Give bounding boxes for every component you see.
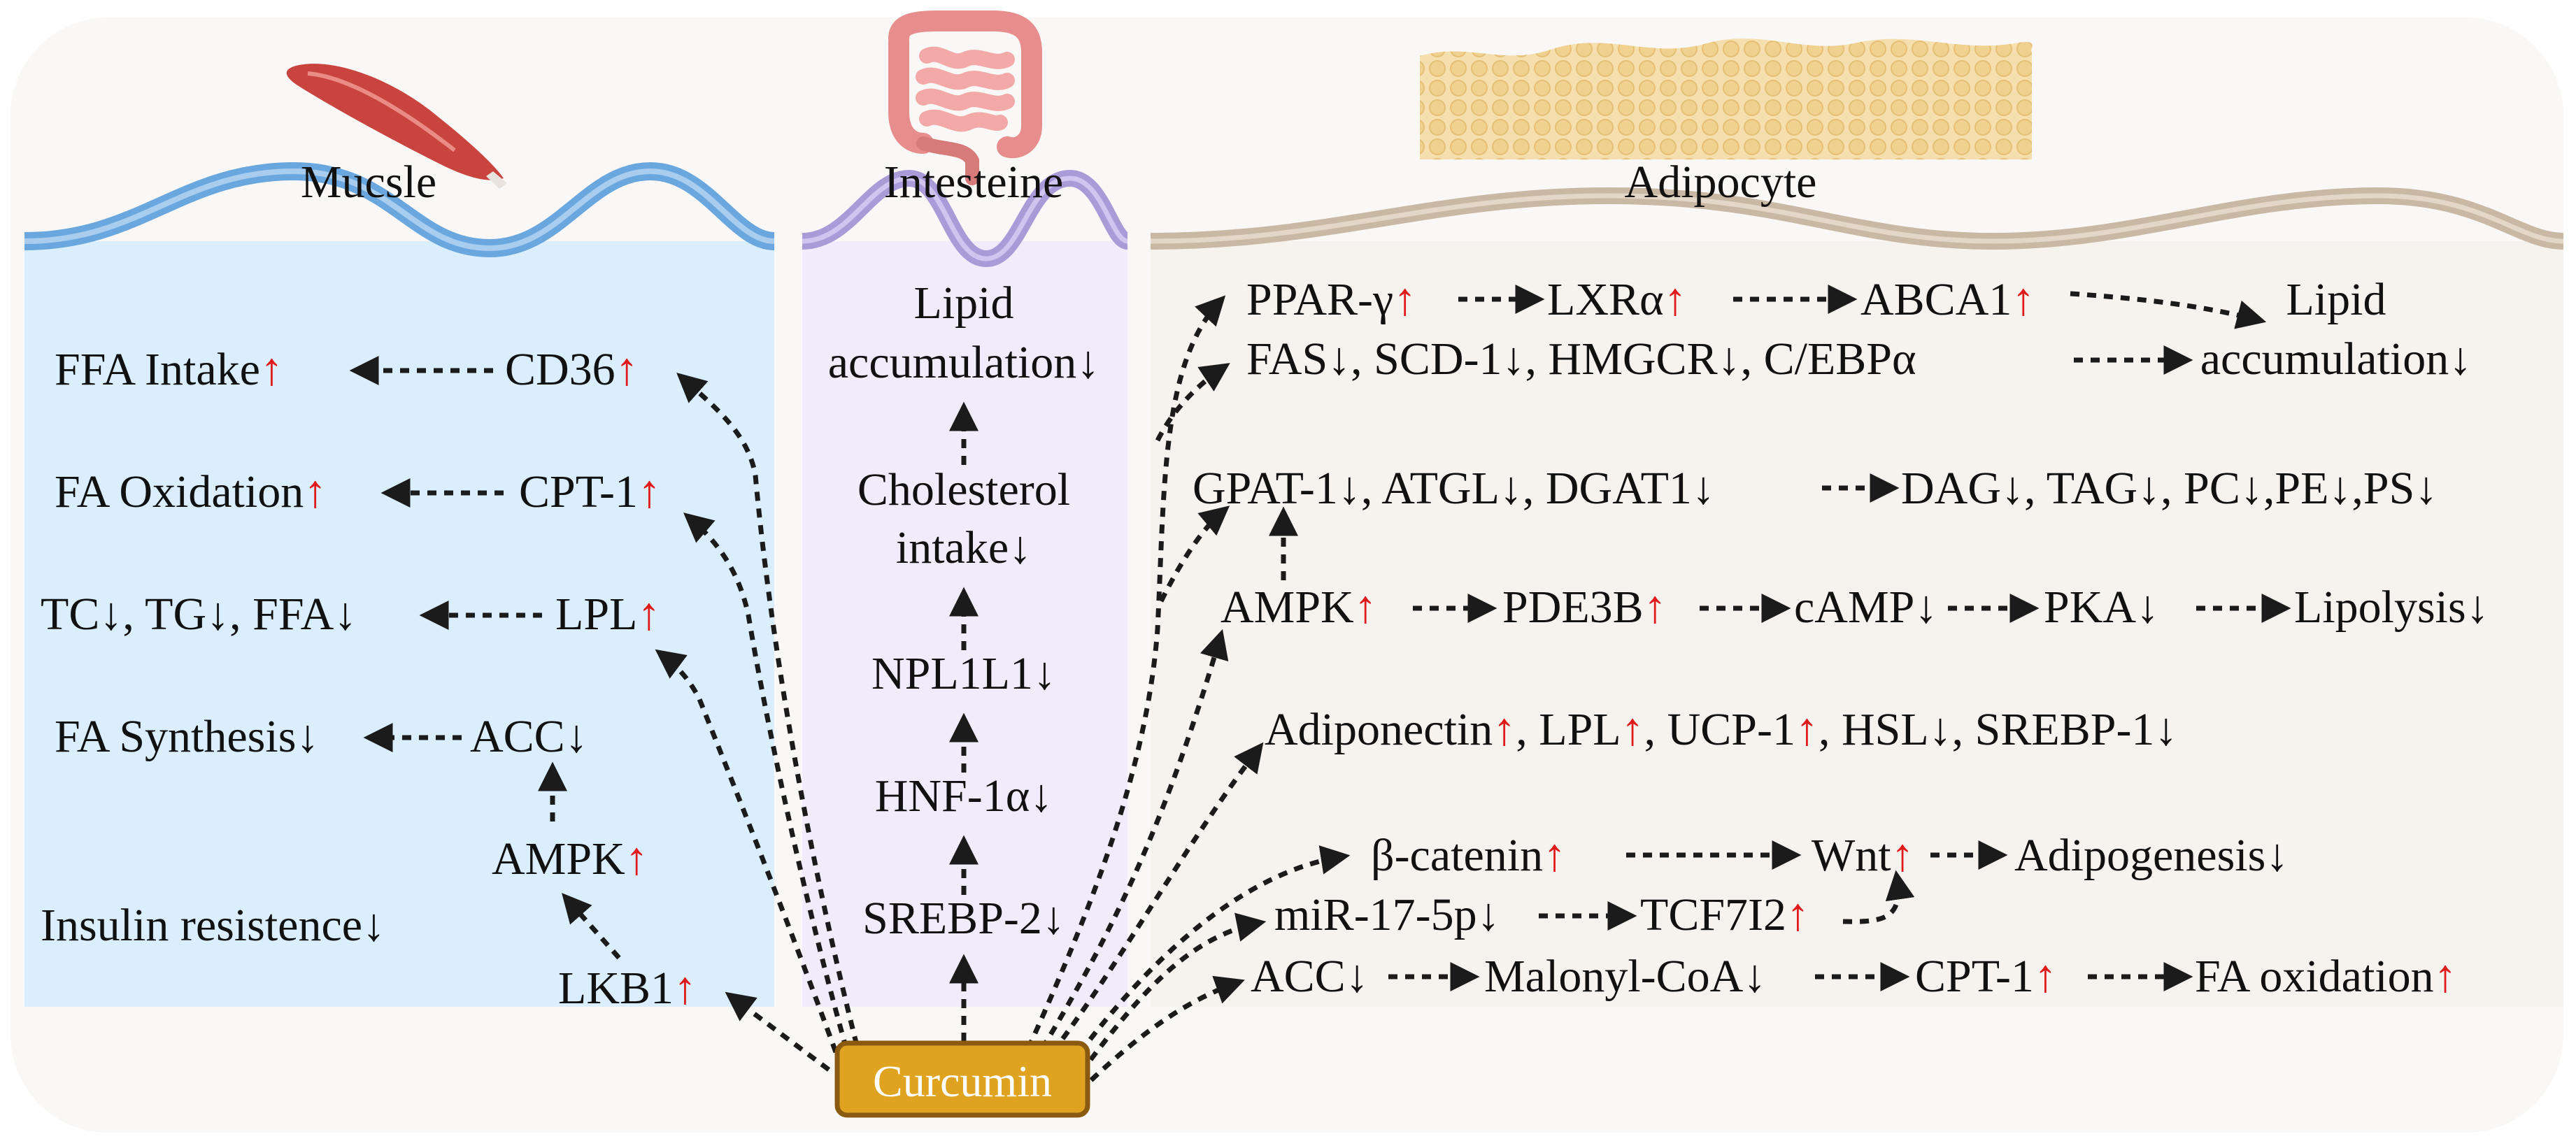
- arrow-branch-to-fas: [1155, 363, 1230, 442]
- muscle-header: Mucsle: [301, 157, 436, 208]
- adipo-gpat-row: GPAT-1↓, ATGL↓, DGAT1↓: [1193, 463, 1715, 514]
- intestine-npl1l1: NPL1L1↓: [871, 648, 1056, 699]
- adipo-dag-row: DAG↓, TAG↓, PC↓,PE↓,PS↓: [1901, 463, 2438, 514]
- intestine-cholesterol-line2: intake↓: [896, 522, 1032, 573]
- arrow-tcf7l2-to-wnt: [1842, 870, 1915, 924]
- muscle-insulin-resistance: Insulin resistence↓: [41, 900, 385, 951]
- adipo-fas-row: FAS↓, SCD-1↓, HMGCR↓, C/EBPα: [1246, 333, 1916, 385]
- arrow-lkb1-to-ampk: [562, 893, 621, 960]
- curcumin-box-shape: [834, 1040, 1090, 1118]
- arrow-abca1-to-lipid: [2070, 291, 2267, 329]
- intestine-panel-background: [802, 241, 1127, 1007]
- intestine-lipid-line2: accumulation↓: [828, 337, 1100, 388]
- intestine-cholesterol-line1: Cholesterol: [858, 464, 1070, 515]
- adipo-ampk: AMPK↑: [1221, 582, 1377, 633]
- adipo-lipid-line1: Lipid: [2286, 274, 2386, 325]
- muscle-fa-synthesis: FA Synthesis↓: [55, 711, 319, 762]
- adipo-mir17: miR-17-5p↓: [1274, 889, 1500, 940]
- intestine-membrane-highlight: [802, 175, 1128, 261]
- adipo-pde3b: PDE3B↑: [1502, 582, 1667, 633]
- arrow-curcumin-to-acc: [1089, 975, 1245, 1082]
- adipo-wnt: Wnt↑: [1812, 830, 1914, 881]
- adipo-lipid-line2: accumulation↓: [2200, 333, 2472, 385]
- intestine-srebp2: SREBP-2↓: [862, 893, 1065, 944]
- adipocyte-labels: PPAR-γ↑ LXRα↑ ABCA1↑ Lipid accumulation↓…: [1193, 274, 2489, 1002]
- muscle-labels: FFA Intake↑ CD36↑ FA Oxidation↑ CPT-1↑ T…: [41, 344, 697, 1014]
- adipo-fa-oxidation: FA oxidation↑: [2195, 951, 2457, 1002]
- curcumin-label: Curcumin: [873, 1056, 1052, 1106]
- adipo-beta-catenin: β-catenin↑: [1371, 830, 1566, 881]
- muscle-cd36: CD36↑: [505, 344, 639, 395]
- arrow-curcumin-to-lpl: [655, 649, 839, 1054]
- adipo-adiponectin-row: Adiponectin↑, LPL↑, UCP-1↑, HSL↓, SREBP-…: [1265, 704, 2177, 755]
- muscle-tc-tg-ffa: TC↓, TG↓, FFA↓: [41, 589, 357, 640]
- adipo-acc: ACC↓: [1251, 951, 1369, 1002]
- adipo-lxra: LXRα↑: [1547, 274, 1687, 325]
- adipocyte-panel: Adipocyte: [1150, 38, 2564, 1007]
- intestine-hnf1a: HNF-1α↓: [875, 770, 1053, 821]
- adipo-camp: cAMP↓: [1794, 582, 1937, 633]
- adipocyte-panel-background: [1151, 241, 2563, 1007]
- intestine-header: Intesteine: [884, 157, 1064, 208]
- intestine-labels: Lipid accumulation↓ Cholesterol intake↓ …: [828, 278, 1100, 944]
- adipo-lipolysis: Lipolysis↓: [2294, 582, 2489, 633]
- muscle-cpt1: CPT-1↑: [519, 466, 661, 517]
- adipocyte-membrane-highlight: [1150, 193, 2564, 244]
- adipocyte-header: Adipocyte: [1625, 157, 1817, 208]
- arrow-curcumin-to-bcatenin: [1068, 845, 1351, 1068]
- muscle-membrane-highlight: [24, 168, 775, 252]
- muscle-lkb1: LKB1↑: [558, 963, 697, 1014]
- arrow-curcumin-to-ampk: [1039, 629, 1229, 1050]
- muscle-acc: ACC↓: [470, 711, 588, 762]
- adipose-tissue-icon: [1420, 38, 2033, 160]
- arrows: [349, 285, 2291, 1082]
- arrow-curcumin-to-ppar: [1025, 295, 1226, 1050]
- adipo-tcf7l2: TCF7I2↑: [1640, 889, 1809, 940]
- arrow-curcumin-to-cd36: [676, 373, 860, 1046]
- muscle-panel-background: [24, 241, 774, 1007]
- intestine-icon: [888, 10, 1042, 185]
- arrow-curcumin-to-lkb1: [725, 991, 831, 1072]
- muscle-fa-oxidation: FA Oxidation↑: [55, 466, 327, 517]
- arrow-curcumin-to-mir17: [1079, 912, 1267, 1075]
- intestine-panel: Intesteine: [802, 10, 1130, 1007]
- curcumin-box: Curcumin: [834, 1040, 1090, 1118]
- adipo-pka: PKA↓: [2044, 582, 2159, 633]
- adipo-malonyl-coa: Malonyl-CoA↓: [1484, 951, 1766, 1002]
- muscle-lpl: LPL↑: [555, 589, 660, 640]
- intestine-lipid-line1: Lipid: [914, 278, 1014, 329]
- muscle-ffa-intake: FFA Intake↑: [55, 344, 283, 395]
- muscle-ampk: AMPK↑: [492, 833, 648, 884]
- adipo-ppar-gamma: PPAR-γ↑: [1246, 274, 1416, 325]
- adipo-cpt1: CPT-1↑: [1915, 951, 2057, 1002]
- adipo-adipogenesis: Adipogenesis↓: [2014, 830, 2289, 881]
- muscle-icon: [286, 64, 507, 189]
- muscle-panel: Mucsle: [24, 64, 776, 1007]
- arrow-branch-to-gpat: [1158, 505, 1230, 603]
- adipo-abca1: ABCA1↑: [1860, 274, 2035, 325]
